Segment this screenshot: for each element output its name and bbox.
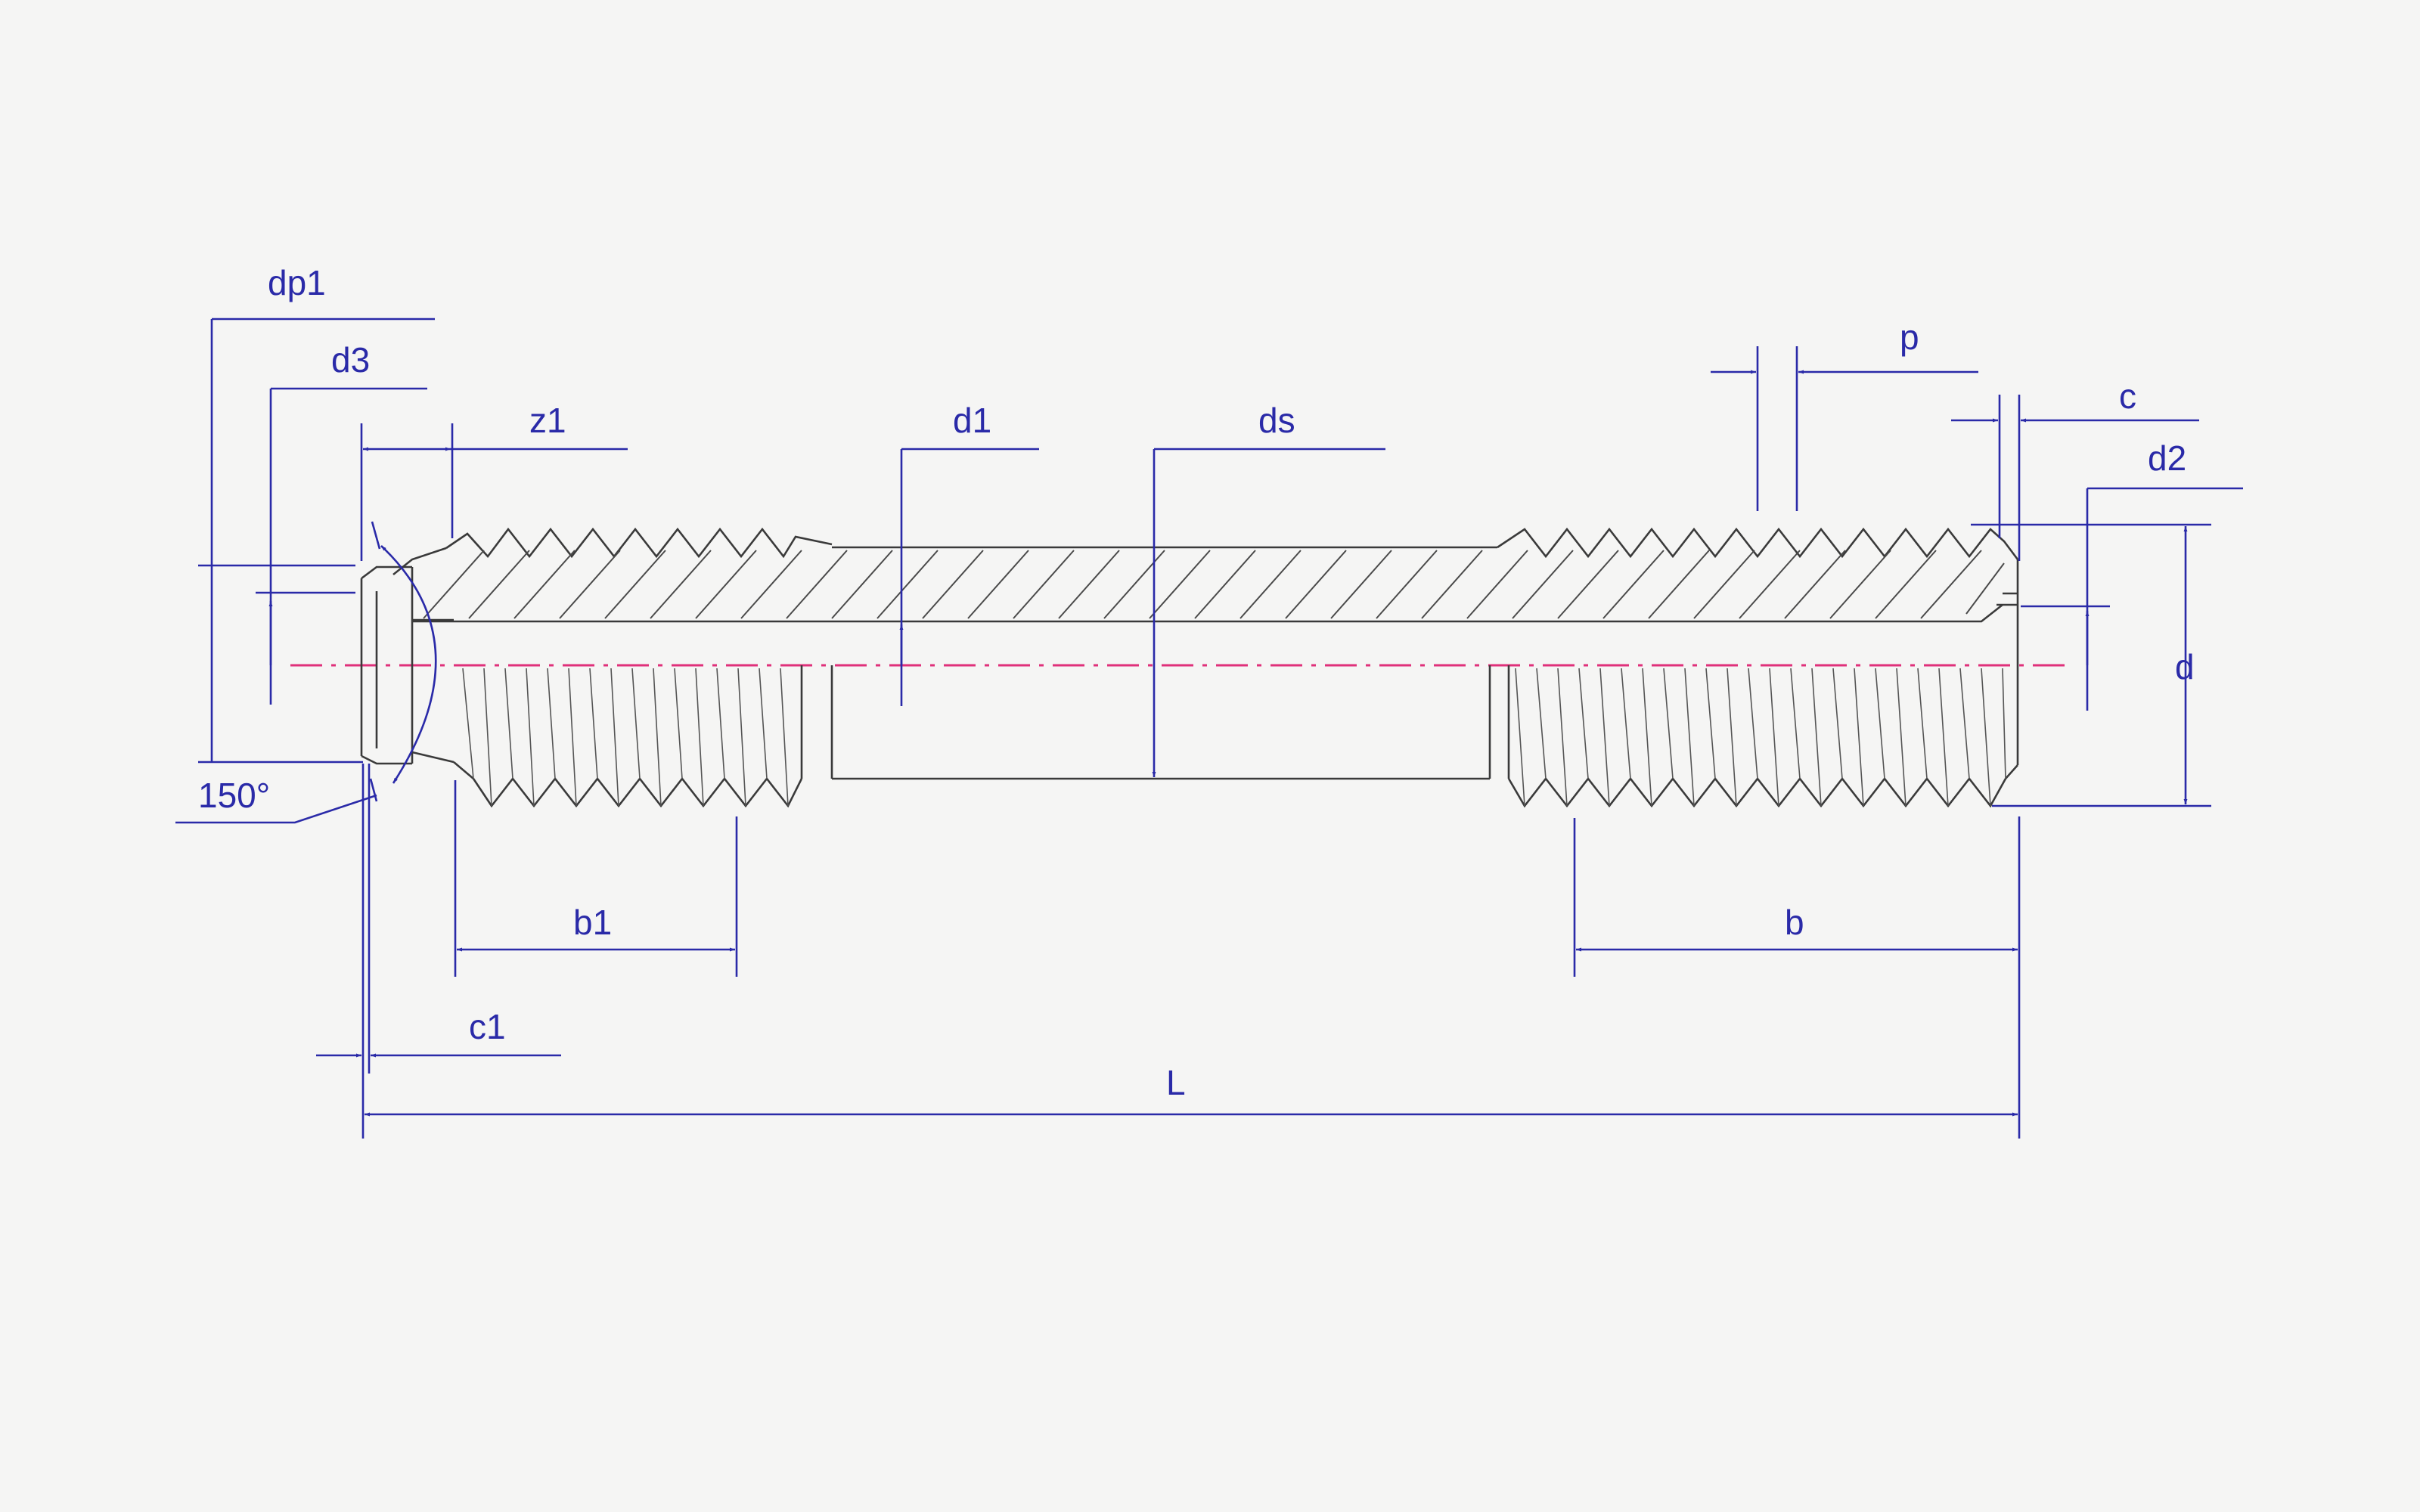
label-c: c bbox=[2119, 376, 2136, 416]
dim-p: p bbox=[1711, 318, 1978, 511]
label-d2: d2 bbox=[2148, 438, 2186, 478]
thread-flank-lines bbox=[462, 668, 2006, 807]
dim-chamfer-angle: 150° bbox=[175, 521, 437, 824]
dim-b: b bbox=[1573, 816, 2021, 1139]
label-p: p bbox=[1900, 318, 1919, 357]
label-L: L bbox=[1166, 1063, 1186, 1102]
dim-d3: d3 bbox=[256, 340, 427, 705]
label-dp1: dp1 bbox=[268, 263, 326, 302]
label-z1: z1 bbox=[529, 401, 566, 440]
label-d3: d3 bbox=[331, 340, 370, 380]
label-ds: ds bbox=[1258, 401, 1295, 440]
dim-L: L bbox=[365, 1063, 2018, 1117]
dim-dp1: dp1 bbox=[198, 263, 435, 764]
dim-d2: d2 bbox=[2021, 438, 2243, 711]
dim-c: c bbox=[1951, 376, 2199, 561]
label-b1: b1 bbox=[573, 903, 612, 942]
dim-b1: b1 bbox=[454, 780, 738, 977]
dim-z1: z1 bbox=[360, 401, 628, 561]
section-hatching bbox=[423, 550, 2005, 619]
dim-c1: c1 bbox=[316, 764, 561, 1139]
label-d1: d1 bbox=[953, 401, 991, 440]
dim-d: d bbox=[1971, 523, 2211, 807]
stud-body-outline bbox=[360, 527, 2019, 808]
dim-d1: d1 bbox=[899, 401, 1039, 706]
dim-ds: ds bbox=[1152, 401, 1385, 777]
label-d: d bbox=[2175, 647, 2195, 686]
label-angle: 150° bbox=[198, 776, 270, 815]
label-c1: c1 bbox=[469, 1007, 506, 1046]
label-b: b bbox=[1785, 903, 1804, 942]
